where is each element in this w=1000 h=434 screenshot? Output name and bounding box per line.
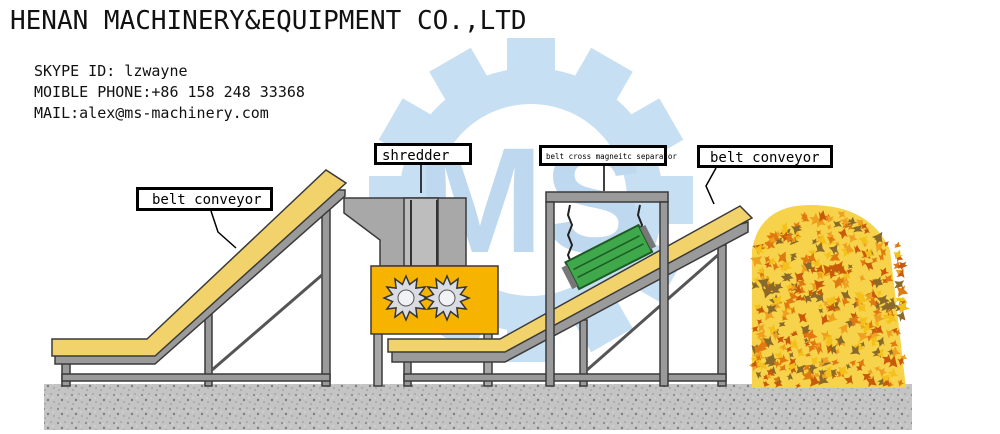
mobile-phone: MOIBLE PHONE:+86 158 248 33368 bbox=[34, 83, 305, 101]
skype-id: SKYPE ID: lzwayne bbox=[34, 62, 188, 80]
shredder-blade-icon bbox=[423, 274, 471, 322]
label-belt-conveyor-left: belt conveyor bbox=[136, 187, 273, 211]
email-address: MAIL:alex@ms-machinery.com bbox=[34, 104, 269, 122]
shredder-machine bbox=[343, 197, 499, 387]
label-belt-conveyor-right: belt conveyor bbox=[697, 145, 833, 168]
leader-lines bbox=[210, 165, 717, 249]
label-shredder: shredder bbox=[374, 143, 472, 165]
shredded-material-pile bbox=[749, 205, 910, 389]
left-belt-conveyor bbox=[51, 169, 348, 387]
shredder-blade-icon bbox=[382, 274, 430, 322]
ground-gravel bbox=[44, 384, 912, 430]
right-belt-conveyor bbox=[387, 205, 754, 387]
magnetic-separator bbox=[545, 191, 669, 387]
company-title: HENAN MACHINERY&EQUIPMENT CO.,LTD bbox=[10, 6, 527, 36]
label-magnetic-separator: belt cross magneitc separator bbox=[539, 145, 677, 166]
